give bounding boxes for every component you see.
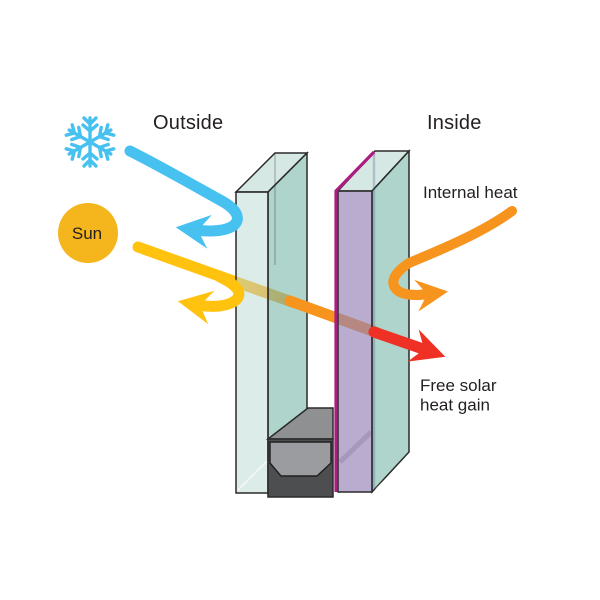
cold-air-arrow: [124, 145, 243, 249]
inner-pane-side-face: [371, 149, 410, 494]
outside-label: Outside: [153, 112, 223, 134]
inner-glass-pane: [334, 149, 411, 494]
sun-label: Sun: [72, 224, 102, 243]
low-e-coating-line: [334, 150, 376, 492]
internal-heat-label: Internal heat: [423, 183, 518, 202]
spacer-bar: [265, 407, 334, 498]
outer-pane-reflection: [237, 460, 268, 491]
snowflake-icon: [64, 116, 116, 168]
inside-label: Inside: [427, 112, 482, 134]
free-solar-line1: Free solar: [420, 376, 497, 395]
spacer-profile: [269, 441, 332, 477]
reflected-sun-arrow: [177, 271, 245, 325]
inner-pane-reflection-dark: [338, 430, 373, 464]
free-solar-heat-gain-label: Free solar heat gain: [420, 376, 497, 415]
sun-icon: Sun: [58, 203, 118, 263]
internal-heat-arrow: [388, 206, 517, 312]
solar-gain-arrow: [368, 326, 446, 362]
outer-pane-front-face: [235, 191, 269, 494]
free-solar-line2: heat gain: [420, 396, 490, 415]
inner-pane-reflection-light: [375, 457, 409, 490]
inner-pane-front-face: [337, 190, 373, 493]
